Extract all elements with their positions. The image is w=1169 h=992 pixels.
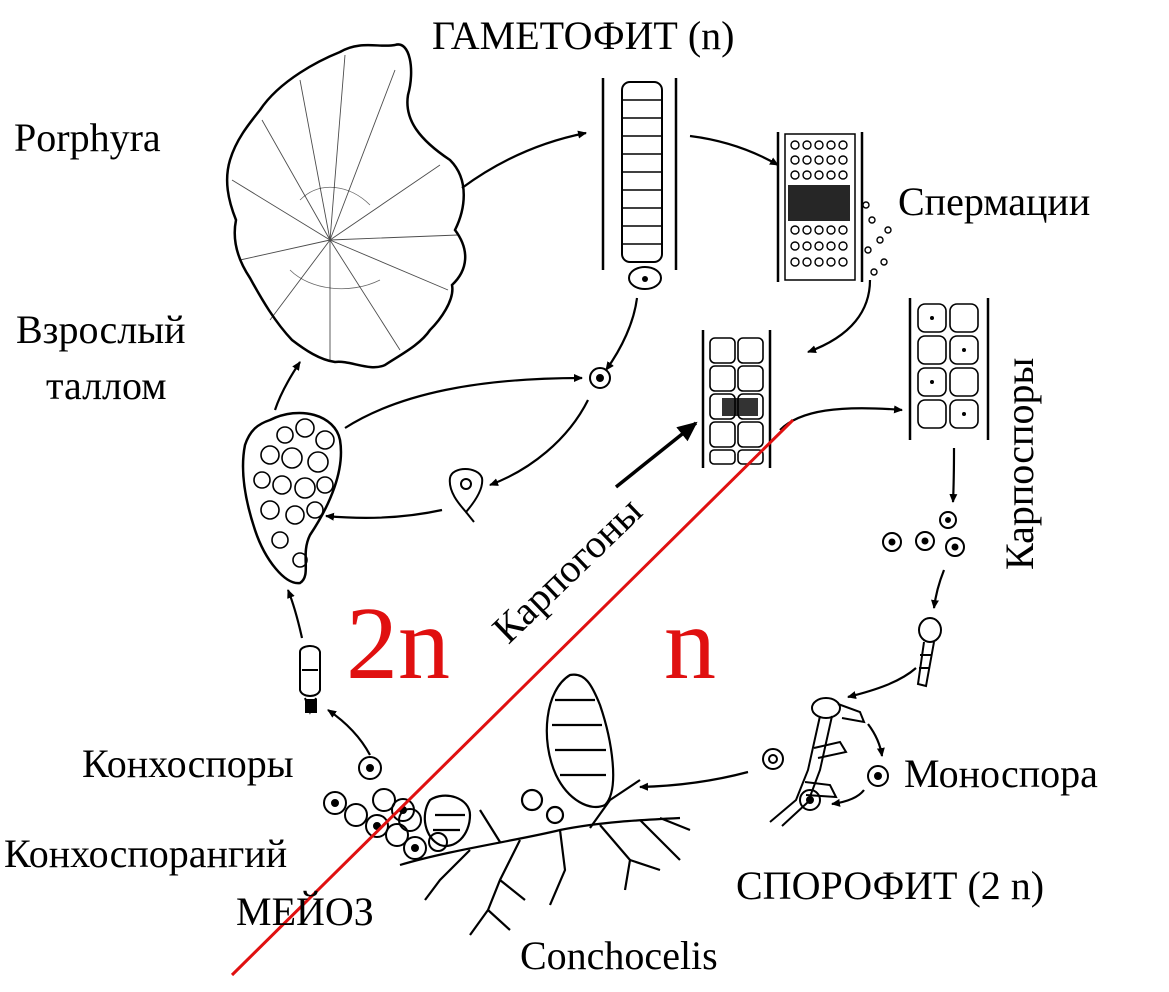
carpospore-cells-drawing [882, 511, 965, 557]
monospore-cell-drawing [867, 765, 889, 787]
carpogon-filament-drawing [701, 330, 772, 468]
young-thallus-drawing [241, 411, 343, 585]
adult-thallus-label-line1: Взрослый [16, 307, 186, 352]
haploid-label: n [664, 586, 716, 701]
carpospores-label: Карпоспоры [997, 357, 1042, 570]
cycle-arrows [273, 130, 958, 807]
conchosporangium-label: Конхоспорангий [4, 831, 288, 876]
conchospores-label: Конхоспоры [82, 741, 294, 786]
spermatia-filament-drawing [776, 132, 892, 282]
sporophyte-filament-drawing [762, 697, 866, 827]
sporophyte-label: СПОРОФИТ (2 n) [736, 863, 1045, 908]
ploidy-divider-line [230, 418, 795, 977]
porphyra-thallus-drawing [225, 43, 467, 369]
germling-drawing [299, 645, 321, 715]
conchocelis-label: Conchocelis [520, 933, 718, 978]
gametophyte-filament-drawing [601, 78, 678, 290]
germinating-spore-drawing [916, 617, 942, 688]
conchospore-cell-drawing [358, 756, 382, 780]
fertilized-cell-drawing [448, 367, 611, 523]
meiosis-label: МЕЙОЗ [236, 889, 374, 934]
gametophyte-label: ГАМЕТОФИТ (n) [432, 13, 735, 58]
adult-thallus-label-line2: таллом [46, 363, 167, 408]
diploid-label: 2n [346, 586, 450, 701]
spermatia-label: Спермации [898, 179, 1091, 224]
porphyra-label: Porphyra [14, 115, 161, 160]
conchocelis-drawing [399, 673, 691, 936]
monospore-label: Моноспора [904, 751, 1098, 796]
carpospore-filament-drawing [908, 298, 990, 440]
conchosporangium-drawing [323, 788, 448, 860]
